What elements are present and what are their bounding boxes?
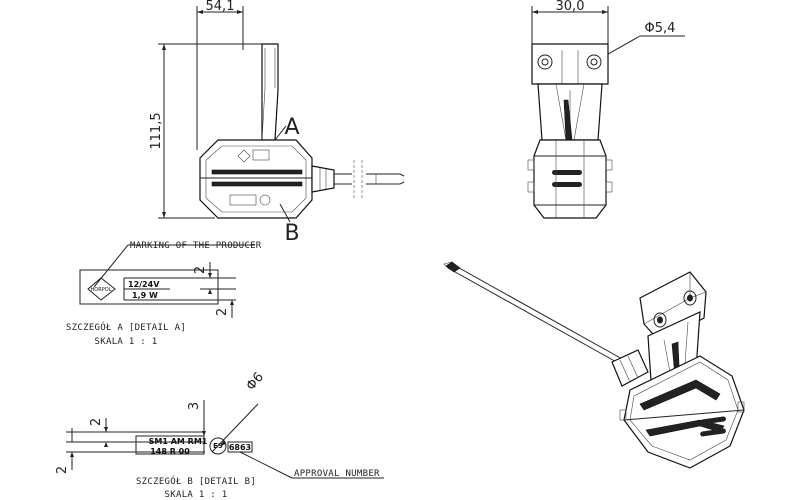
producer-logo-mini — [237, 149, 251, 163]
detail-a: MARKING OF THE PRODUCER HORPOL 12/24V 1,… — [66, 241, 262, 347]
detail-b-dim-low: 2 — [55, 466, 70, 474]
detail-a-marker: A — [284, 115, 299, 140]
light-strip-bottom — [211, 181, 303, 187]
arrow-head — [162, 212, 166, 218]
detail-b-dim-left: 2 — [89, 418, 104, 426]
arrow-head — [162, 44, 166, 50]
detail-a-callout: MARKING OF THE PRODUCER — [130, 241, 262, 251]
detail-b: 2 2 SM1 AM RM1 148 R 00 3 E9 6863 Φ6 APP… — [55, 370, 384, 500]
mounting-plate — [531, 43, 609, 85]
cable-gland — [311, 165, 335, 193]
type-marking-line2: 148 R 00 — [150, 447, 190, 456]
arrow-head — [197, 10, 203, 14]
detail-b-marker: B — [284, 221, 299, 246]
detail-b-scale: SKALA 1 : 1 — [165, 490, 228, 500]
front-view: 54,1 111,5 A — [149, 0, 405, 246]
light-strip-top — [211, 169, 303, 175]
front-width-label: 54,1 — [206, 0, 235, 14]
detail-a-caption: SZCZEGÓŁ A [DETAIL A] — [66, 321, 186, 333]
side-lens-top — [552, 170, 582, 175]
approval-number-value: 6863 — [229, 443, 251, 452]
voltage-label: 12/24V — [128, 280, 160, 289]
side-view: 30,0 Φ5,4 — [527, 0, 685, 219]
approval-number-callout: APPROVAL NUMBER — [294, 469, 380, 479]
iso-cable — [447, 267, 621, 365]
iso-gland — [611, 349, 649, 387]
detail-b-circle-dim: Φ6 — [244, 370, 267, 394]
detail-b-dim-mid: 3 — [187, 402, 202, 410]
isometric-view — [443, 261, 745, 469]
approval-mark-circle — [209, 437, 227, 455]
power-label: 1,9 W — [132, 291, 158, 300]
side-lens-bottom — [552, 182, 582, 187]
detail-b-frame — [135, 435, 205, 455]
lamp-body — [199, 139, 313, 219]
producer-logo — [87, 277, 116, 301]
detail-a-frame — [79, 269, 219, 305]
hole-diameter-label: Φ5,4 — [645, 21, 676, 36]
iso-light-strip-1 — [639, 379, 721, 411]
detail-a-scale: SKALA 1 : 1 — [95, 337, 158, 347]
iso-housing — [623, 355, 745, 469]
front-height-label: 111,5 — [149, 112, 164, 149]
svg-text:HORPOL: HORPOL — [91, 287, 112, 293]
detail-b-caption: SZCZEGÓŁ B [DETAIL B] — [136, 475, 256, 487]
side-housing — [533, 139, 607, 219]
mounting-arm — [261, 43, 279, 141]
side-width-label: 30,0 — [556, 0, 585, 14]
detail-a-dim-bottom: 2 — [215, 308, 230, 316]
type-marking-line1: SM1 AM RM1 — [149, 437, 208, 446]
arrow-head — [237, 10, 243, 14]
detail-a-dim-top: 2 — [193, 266, 208, 274]
